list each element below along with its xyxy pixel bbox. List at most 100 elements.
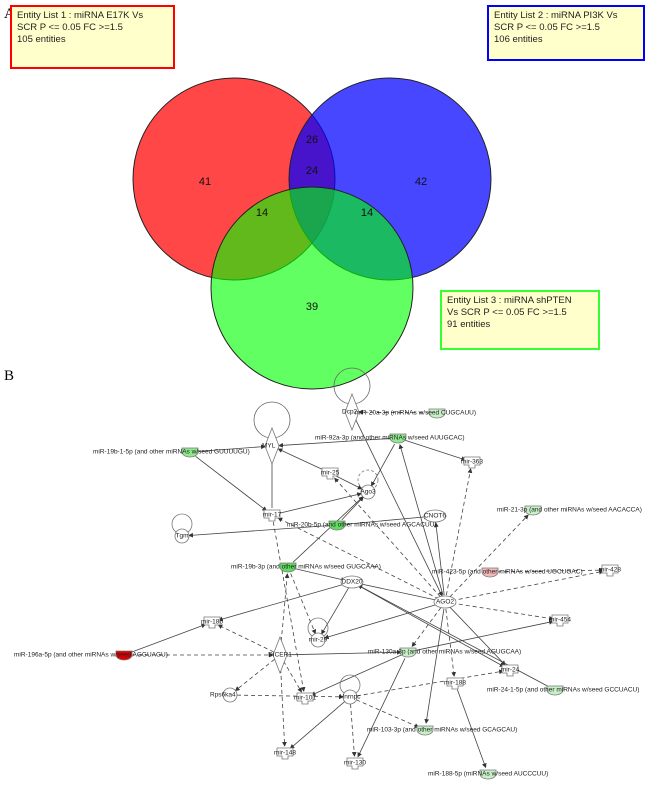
network-node-label: miR-130a-3p (and other miRNAs w/seed AGU… [368, 649, 521, 656]
network-node-ago2[interactable]: AGO2 [433, 595, 457, 609]
network-node-mir17[interactable]: mir-17 [263, 509, 282, 522]
network-node-mir363[interactable]: mir-363 [461, 456, 483, 469]
network-node-m19b3[interactable]: miR-19b-3p (and other miRNAs w/seed GUGC… [231, 562, 381, 573]
network-node-label: mir-454 [549, 617, 571, 624]
network-node-m20b[interactable]: miR-20b-5p (and other miRNAs w/seed AGCA… [287, 520, 437, 531]
network-edge [356, 669, 504, 697]
entity-list-1-line2: SCR P <= 0.05 FC >=1.5 [17, 22, 123, 33]
network-node-ddx20[interactable]: DDX20 [340, 575, 364, 589]
network-node-m196a[interactable]: miR-196a-5p (and other miRNAs w/seed AGG… [14, 650, 168, 661]
network-node-rps6[interactable]: Rps6ka4 [210, 687, 238, 703]
protein-node-shape [433, 595, 457, 609]
venn-count-2-3: 14 [361, 207, 373, 219]
network-node-label: miR-24-1-5p (and other miRNAs w/seed GCC… [487, 687, 639, 694]
network-node-mir428[interactable]: mir-428 [599, 564, 621, 577]
protein-node-shape [222, 687, 238, 703]
network-node-label: mir-101 [294, 695, 316, 702]
mirna-node-shape [479, 769, 497, 780]
microrna-node-shape [446, 677, 464, 690]
entity-list-3-line1: Entity List 3 : miRNA shPTEN [447, 295, 572, 306]
microrna-node-shape [463, 456, 481, 469]
panel-a-letter: A [4, 6, 15, 23]
network-node-m92a[interactable]: miR-92a-3p (and other miRNAs w/seed AUUG… [315, 433, 465, 444]
network-edge [414, 619, 554, 651]
entity-list-2-line3: 106 entities [494, 34, 543, 45]
network-edge [336, 475, 363, 490]
network-node-m103[interactable]: miR-103-3p (and other miRNAs w/seed GCAG… [367, 725, 517, 736]
network-edge [321, 587, 349, 635]
network-node-label: mir-130 [344, 760, 366, 767]
entity-list-2-box: Entity List 2 : miRNA PI3K Vs SCR P <= 0… [487, 5, 645, 61]
protein-node-shape [340, 575, 364, 589]
network-node-label: miR-19b-3p (and other miRNAs w/seed GUGC… [231, 564, 381, 571]
network-node-m188[interactable]: miR-188-5p (miRNAs w/seed AUCCCUU) [428, 769, 548, 780]
network-node-m130a[interactable]: miR-130a-3p (and other miRNAs w/seed AGU… [368, 647, 521, 658]
network-node-mir454[interactable]: mir-454 [549, 614, 571, 627]
network-node-mir29[interactable]: mir-29 [307, 617, 329, 648]
microrna-node-shape [551, 614, 569, 627]
network-edge [445, 608, 457, 677]
network-node-mir130[interactable]: mir-130 [344, 757, 366, 770]
network-edge [290, 573, 317, 635]
network-edge [196, 444, 266, 452]
network-edge [272, 521, 306, 692]
venn-circle-list-3 [210, 186, 414, 390]
entity-list-3-line2: Vs SCR P <= 0.05 FC >=1.5 [447, 307, 567, 318]
mirna-node-shape [389, 433, 407, 444]
enzyme-node-shape [272, 635, 288, 675]
network-node-label: MYL [262, 443, 276, 450]
network-node-tgm[interactable]: Tgm [171, 513, 193, 544]
network-node-m21[interactable]: miR-21-3p (and other miRNAs w/seed AACAC… [497, 505, 642, 516]
network-edge [354, 418, 443, 597]
mirna-node-shape [481, 567, 499, 578]
venn-count-all: 24 [306, 165, 318, 177]
network-node-m24[interactable]: miR-24-1-5p (and other miRNAs w/seed GCC… [487, 685, 639, 696]
network-node-m423[interactable]: miR-423-5p (and other miRNAs w/seed UGCU… [432, 567, 583, 578]
network-edge [278, 492, 362, 514]
network-edge [449, 606, 506, 666]
network-node-mir25[interactable]: mir-25 [321, 467, 340, 480]
network-edge [289, 701, 345, 749]
protein-node-shape [310, 632, 326, 648]
network-edge [398, 443, 444, 596]
microrna-node-shape [263, 509, 281, 522]
network-node-dicer1[interactable]: DICER1 [268, 635, 292, 675]
network-node-mir148[interactable]: mir-148 [274, 747, 296, 760]
network-node-myl[interactable]: MYL [253, 401, 291, 466]
network-edge [350, 703, 357, 757]
mirna-node-shape [399, 647, 417, 658]
network-node-label: Tgm [176, 533, 189, 540]
mirna-node-shape [428, 408, 446, 419]
network-node-mir188[interactable]: mir-188 [444, 677, 466, 690]
network-node-mir186[interactable]: mir-186 [201, 616, 223, 629]
network-node-label: miR-92a-3p (and other miRNAs w/seed AUUG… [315, 435, 465, 442]
network-node-dcp2[interactable]: Dcp2 [333, 367, 371, 432]
network-edge [277, 448, 324, 471]
network-edge [356, 699, 420, 728]
network-node-m20a[interactable]: miR-20a-3p (miRNAs w/seed CUGCAUU) [355, 408, 476, 419]
network-node-cnot6[interactable]: CNOT6 [423, 509, 447, 523]
network-edge [236, 694, 344, 700]
network-edge [279, 661, 287, 747]
mirna-node-shape [524, 505, 542, 516]
venn-count-only-3: 39 [306, 301, 318, 313]
mirna-node-shape [181, 447, 199, 458]
network-node-mir24[interactable]: mir-24 [501, 664, 520, 677]
enzyme-node-shape [344, 392, 360, 432]
microrna-node-shape [296, 692, 314, 705]
network-node-hnrnpc[interactable]: Hnrnpc [340, 674, 362, 705]
entity-list-3-line3: 91 entities [447, 319, 491, 330]
network-node-mir101[interactable]: mir-101 [294, 692, 316, 705]
entity-list-1-line3: 105 entities [17, 34, 66, 45]
network-node-label: mir-17 [263, 512, 282, 519]
network-edge [411, 607, 442, 648]
network-node-label: miR-19b-1-5p (and other miRNAs w/seed GU… [93, 449, 250, 456]
venn-count-only-2: 42 [415, 176, 427, 188]
network-node-m19b1[interactable]: miR-19b-1-5p (and other miRNAs w/seed GU… [93, 447, 250, 458]
network-node-ago3[interactable]: Ago3 [357, 469, 379, 500]
network-edge [496, 567, 604, 573]
network-edge [404, 439, 467, 461]
mirna-node-shape [416, 725, 434, 736]
network-edge [451, 569, 604, 602]
